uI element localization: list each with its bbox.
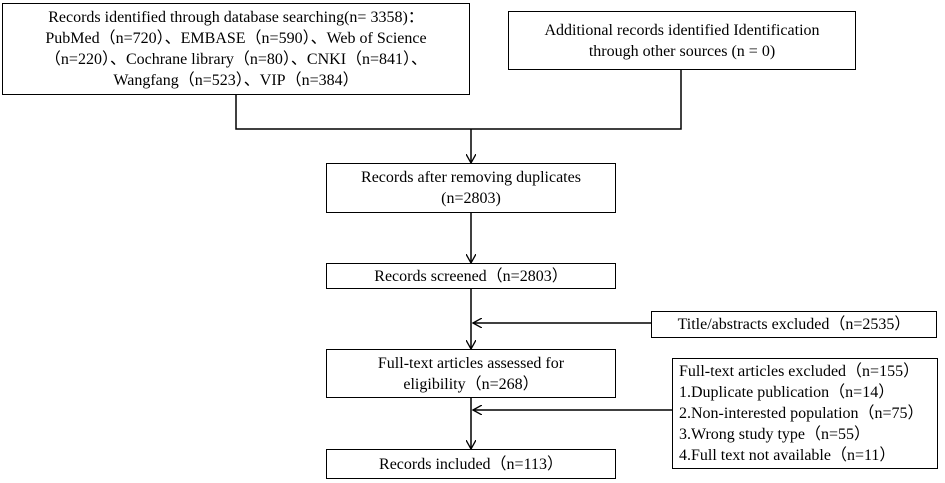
records-screened-box: Records screened（n=2803） — [326, 263, 616, 289]
title-excluded-text: Title/abstracts excluded（n=2535） — [677, 316, 911, 333]
fulltext-excluded-line-2: 1.Duplicate publication（n=14） — [679, 384, 895, 401]
database-records-line-4: Wangfang（n=523）、VIP（n=384） — [113, 72, 359, 89]
after-duplicates-line-2: (n=2803) — [441, 190, 501, 207]
database-records-line-1: Records identified through database sear… — [48, 9, 424, 26]
other-sources-box: Additional records identified Identifica… — [508, 11, 856, 70]
fulltext-excluded-line-3: 2.Non-interested population（n=75） — [679, 405, 924, 422]
fulltext-excluded-box: Full-text articles excluded（n=155） 1.Dup… — [672, 358, 938, 469]
fulltext-excluded-line-1: Full-text articles excluded（n=155） — [679, 363, 920, 380]
fulltext-assessed-box: Full-text articles assessed for eligibil… — [326, 349, 616, 398]
fulltext-assessed-line-1: Full-text articles assessed for — [377, 354, 565, 372]
records-included-text: Records included（n=113） — [379, 455, 563, 473]
fulltext-excluded-line-5: 4.Full text not available（n=11） — [679, 447, 896, 464]
connector-database-merge — [235, 95, 471, 130]
records-included-box: Records included（n=113） — [326, 449, 616, 479]
other-sources-line-2: through other sources (n = 0) — [588, 42, 776, 60]
title-excluded-box: Title/abstracts excluded（n=2535） — [651, 311, 937, 338]
database-records-line-2: PubMed（n=720）、EMBASE（n=590）、Web of Scien… — [45, 30, 427, 47]
fulltext-assessed-line-2: eligibility（n=268） — [403, 375, 539, 393]
after-duplicates-box: Records after removing duplicates (n=280… — [326, 163, 616, 213]
connector-other-merge — [471, 70, 682, 130]
records-screened-text: Records screened（n=2803） — [374, 267, 568, 285]
fulltext-excluded-line-4: 3.Wrong study type（n=55） — [679, 426, 871, 443]
database-records-box: Records identified through database sear… — [2, 3, 470, 95]
after-duplicates-line-1: Records after removing duplicates — [361, 169, 581, 186]
other-sources-line-1: Additional records identified Identifica… — [544, 21, 820, 39]
database-records-line-3: （n=220）、Cochrane library（n=80）、CNKI（n=84… — [44, 51, 428, 68]
